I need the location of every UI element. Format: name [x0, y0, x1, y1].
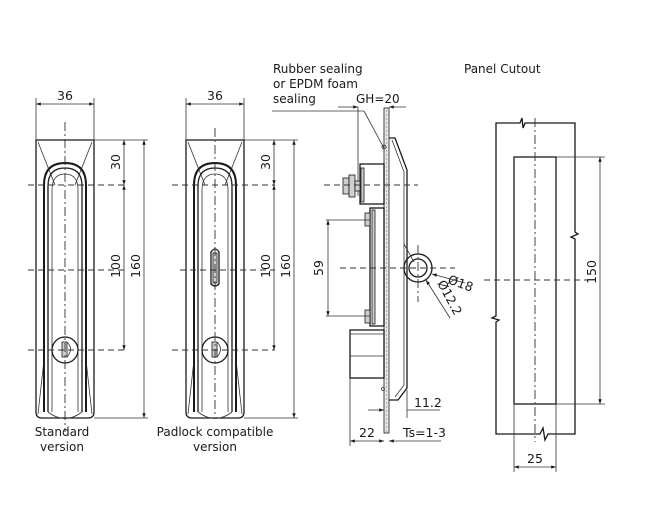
standard-version-label-1: Standard [35, 425, 90, 439]
padlock-top-offset-dim: 30 [258, 154, 273, 170]
standard-width-dim: 36 [57, 88, 73, 103]
depth-rear-dim: 22 [359, 425, 375, 440]
sealing-label-1: Rubber sealing [273, 62, 363, 76]
cutout-width-dim: 25 [527, 451, 543, 466]
sealing-label-3: sealing [273, 92, 316, 106]
standard-pitch-dim: 100 [108, 254, 123, 278]
padlock-version-label-2: version [193, 440, 237, 454]
padlock-pitch-dim: 100 [258, 254, 273, 278]
standard-height-dim: 160 [128, 254, 143, 278]
depth-front-dim: 11.2 [414, 395, 442, 410]
sealing-label-2: or EPDM foam [273, 77, 358, 91]
padlock-version-front-view [172, 98, 298, 419]
side-view [272, 105, 466, 446]
grip-height-dim: GH=20 [356, 92, 400, 106]
panel-cutout-view [484, 117, 605, 472]
panel-thickness-dim: Ts=1-3 [402, 425, 446, 440]
padlock-width-dim: 36 [207, 88, 223, 103]
standard-top-offset-dim: 30 [108, 154, 123, 170]
cutout-height-dim: 150 [584, 260, 599, 284]
padlock-version-label-1: Padlock compatible [157, 425, 274, 439]
panel-cutout-title: Panel Cutout [464, 62, 541, 76]
standard-version-label-2: version [40, 440, 84, 454]
padlock-height-dim: 160 [278, 254, 293, 278]
bolt-pitch-dim: 59 [311, 260, 326, 276]
standard-version-front-view [28, 98, 148, 432]
